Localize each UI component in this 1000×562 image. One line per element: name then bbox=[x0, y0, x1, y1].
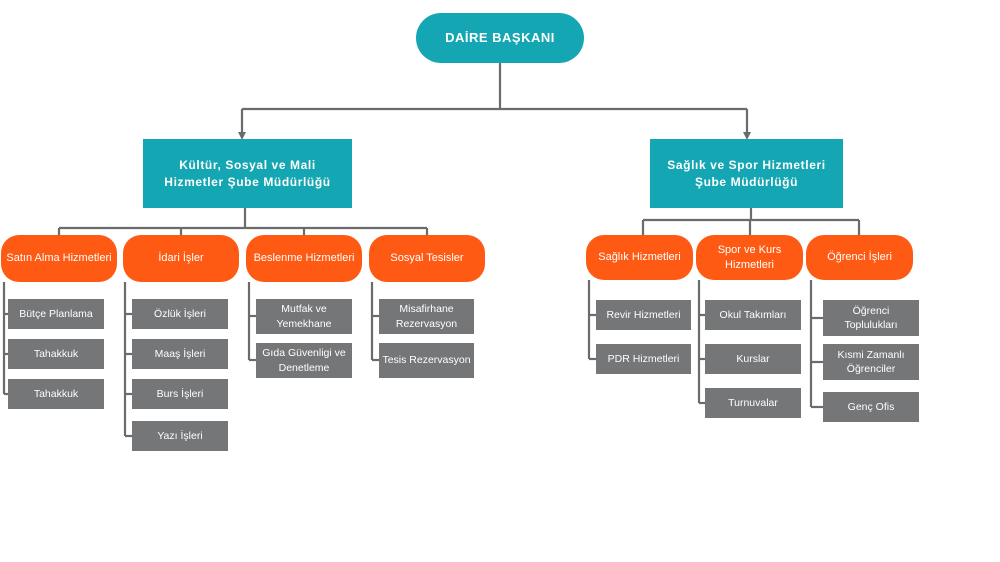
leaf-facility-reservation: Tesis Rezervasyon bbox=[379, 343, 474, 378]
leaf-courses: Kurslar bbox=[705, 344, 801, 374]
leaf-infirmary: Revir Hizmetleri bbox=[596, 300, 691, 330]
department-culture-finance: Kültür, Sosyal ve Mali Hizmetler Şube Mü… bbox=[143, 139, 352, 208]
leaf-accrual-1: Tahakkuk bbox=[8, 339, 104, 369]
unit-administrative: İdari İşler bbox=[123, 235, 239, 282]
leaf-part-time-students: Kısmi Zamanlı Öğrenciler bbox=[823, 344, 919, 380]
leaf-payroll: Maaş İşleri bbox=[132, 339, 228, 369]
leaf-accrual-2: Tahakkuk bbox=[8, 379, 104, 409]
leaf-correspondence: Yazı İşleri bbox=[132, 421, 228, 451]
unit-sports-courses: Spor ve Kurs Hizmetleri bbox=[696, 235, 803, 280]
unit-nutrition: Beslenme Hizmetleri bbox=[246, 235, 362, 282]
leaf-student-clubs: Öğrenci Toplulukları bbox=[823, 300, 919, 336]
unit-social-facilities: Sosyal Tesisler bbox=[369, 235, 485, 282]
leaf-tournaments: Turnuvalar bbox=[705, 388, 801, 418]
unit-student-affairs: Öğrenci İşleri bbox=[806, 235, 913, 280]
root-node: DAİRE BAŞKANI bbox=[416, 13, 584, 63]
leaf-food-safety: Gıda Güvenligi ve Denetleme bbox=[256, 343, 352, 378]
leaf-scholarship: Burs İşleri bbox=[132, 379, 228, 409]
leaf-counseling: PDR Hizmetleri bbox=[596, 344, 691, 374]
unit-health: Sağlık Hizmetleri bbox=[586, 235, 693, 280]
leaf-budget-planning: Bütçe Planlama bbox=[8, 299, 104, 329]
leaf-guesthouse-reservation: Misafirhane Rezervasyon bbox=[379, 299, 474, 334]
leaf-kitchen-dining: Mutfak ve Yemekhane bbox=[256, 299, 352, 334]
leaf-personnel: Özlük İşleri bbox=[132, 299, 228, 329]
leaf-school-teams: Okul Takımları bbox=[705, 300, 801, 330]
department-health-sports: Sağlık ve Spor Hizmetleri Şube Müdürlüğü bbox=[650, 139, 843, 208]
leaf-youth-office: Genç Ofis bbox=[823, 392, 919, 422]
unit-purchasing: Satın Alma Hizmetleri bbox=[1, 235, 117, 282]
